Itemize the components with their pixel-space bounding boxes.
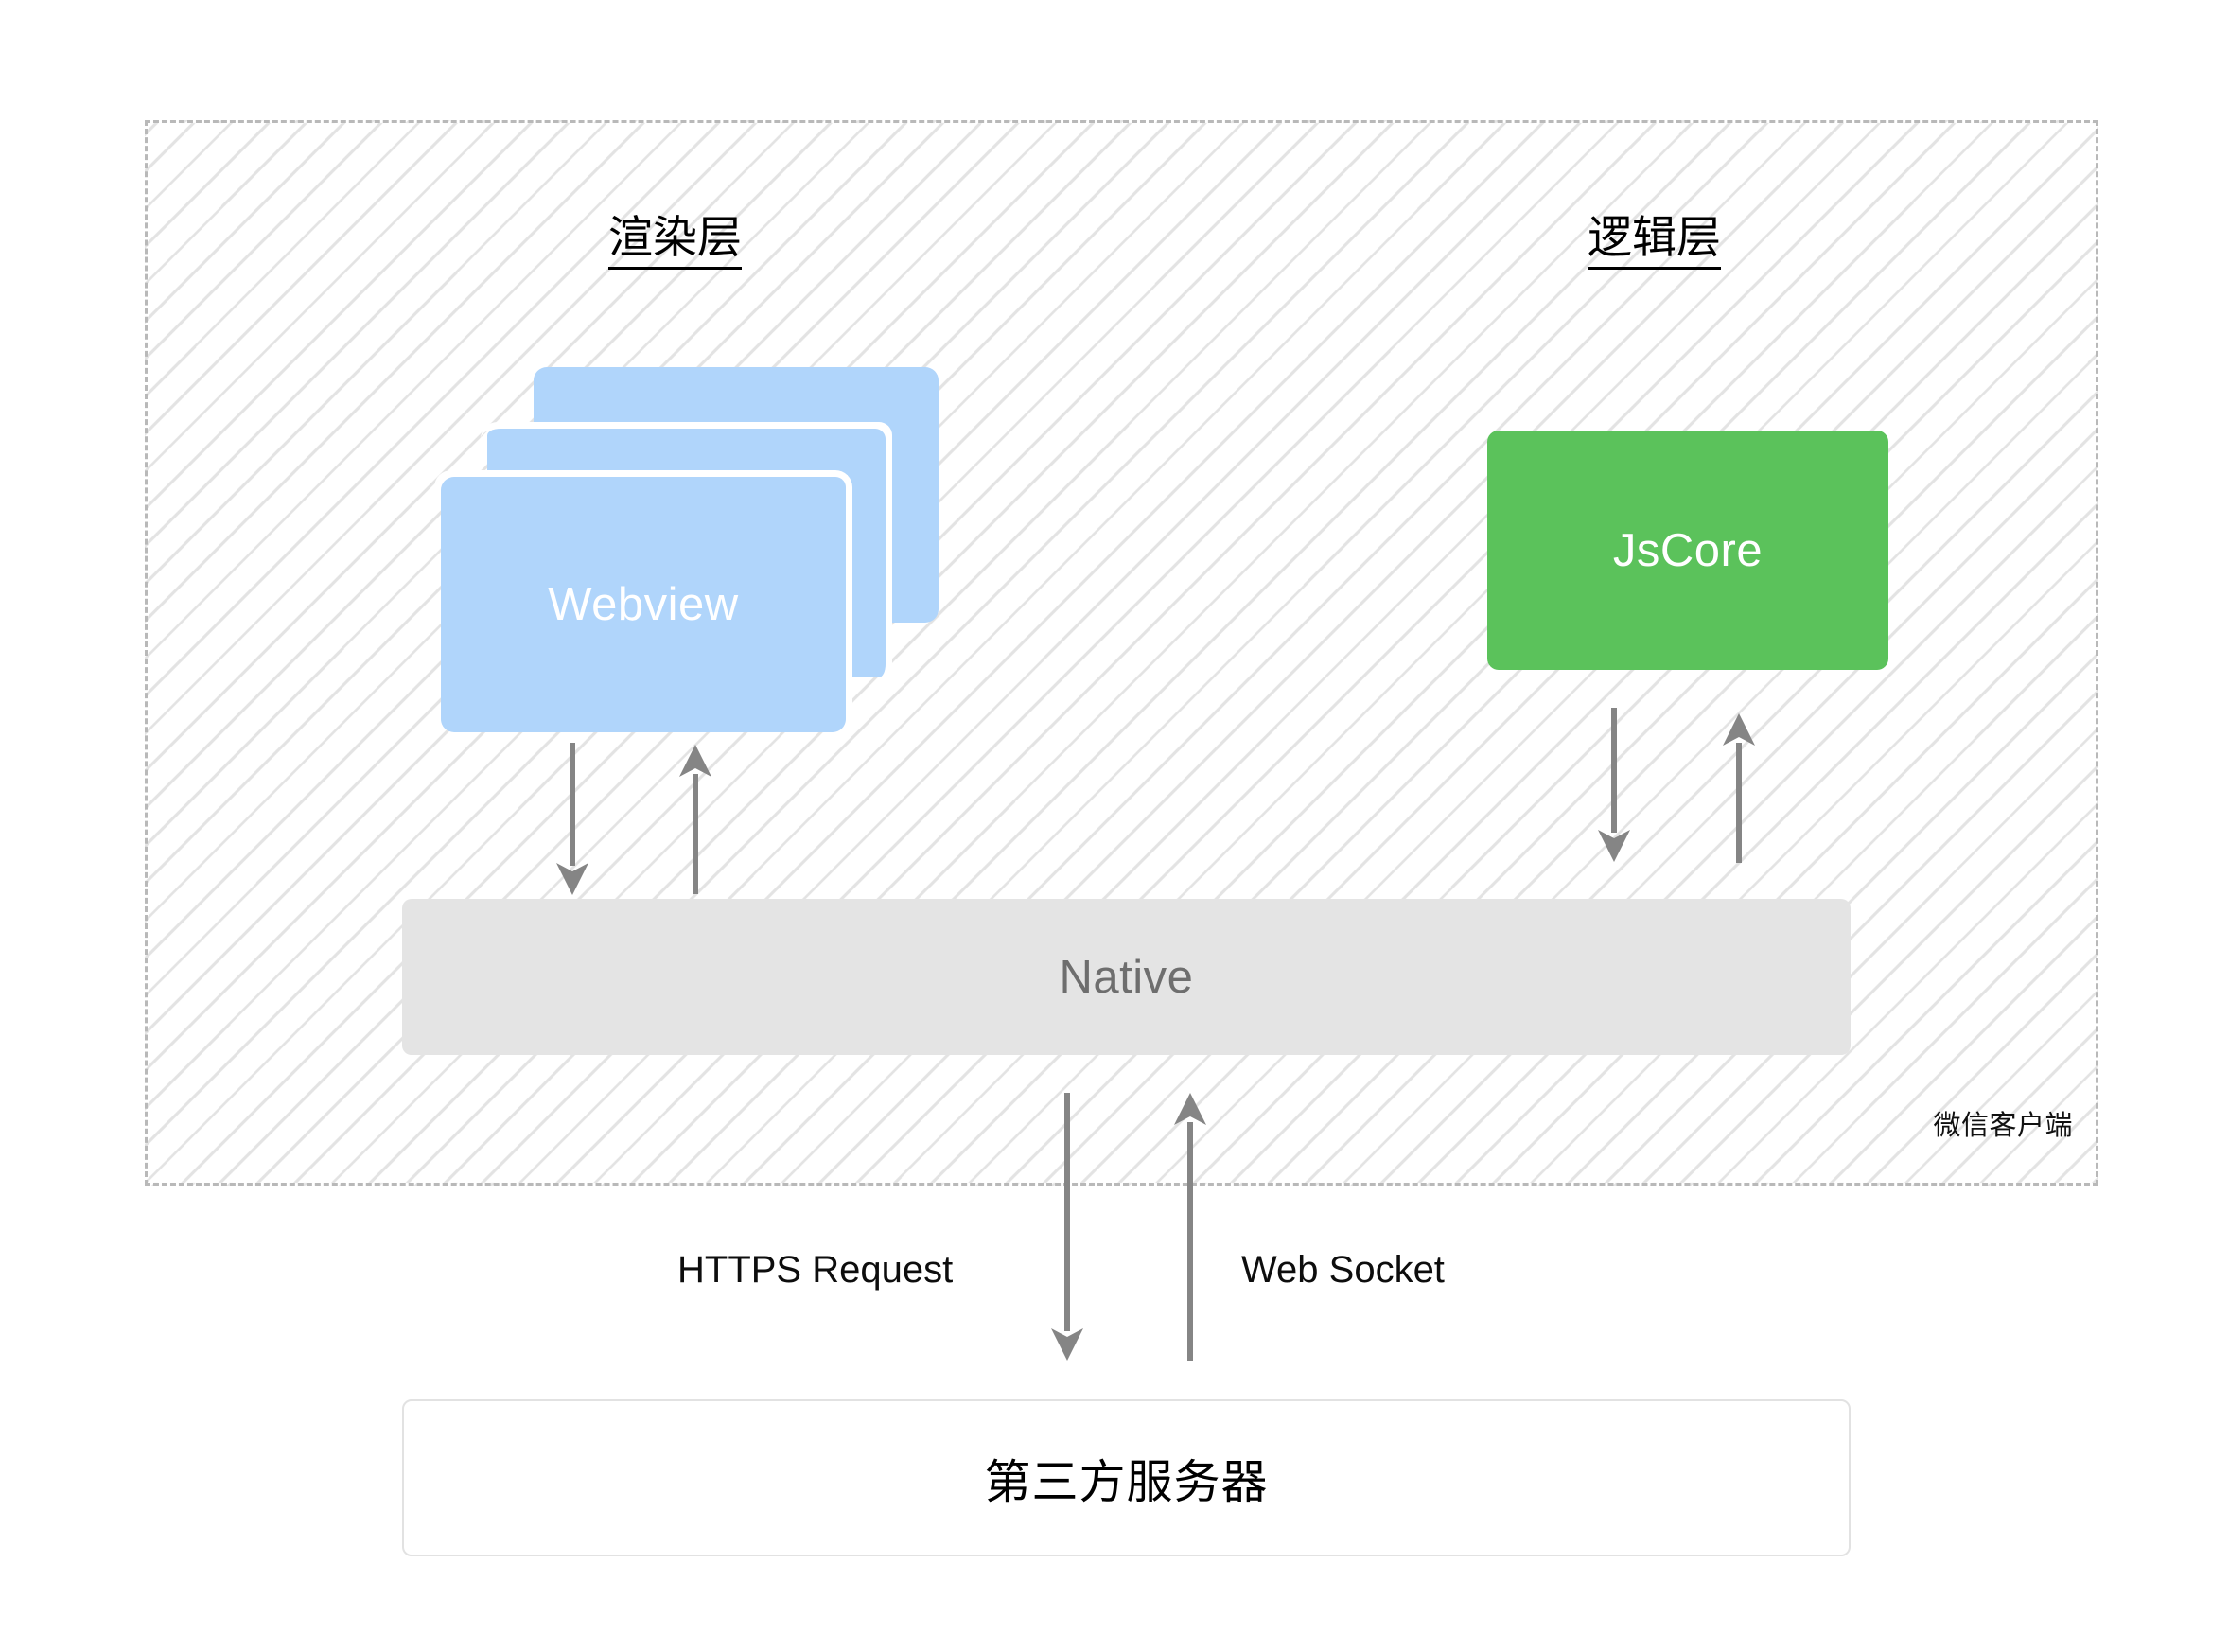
native-bar: Native <box>402 899 1851 1055</box>
webview-stack: Webview <box>434 367 952 742</box>
webview-card-front: Webview <box>434 470 852 739</box>
native-label: Native <box>1059 951 1194 1003</box>
https-request-label: HTTPS Request <box>677 1249 954 1291</box>
render-layer-title: 渲染层 <box>608 213 742 270</box>
third-party-server-box: 第三方服务器 <box>402 1399 1851 1556</box>
third-party-server-label: 第三方服务器 <box>984 1456 1269 1508</box>
jscore-box: JsCore <box>1487 431 1888 670</box>
wechat-client-label: 微信客户端 <box>1933 1111 2073 1141</box>
logic-layer-title: 逻辑层 <box>1588 213 1721 270</box>
web-socket-label: Web Socket <box>1241 1249 1445 1291</box>
jscore-label: JsCore <box>1612 524 1764 576</box>
webview-label: Webview <box>548 579 739 630</box>
